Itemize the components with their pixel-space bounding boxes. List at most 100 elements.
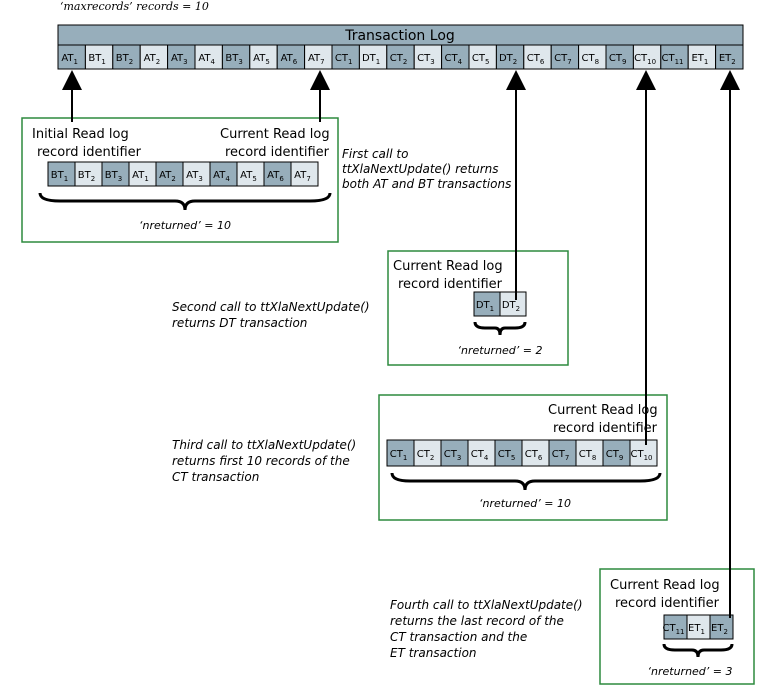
first-call-box [21, 117, 339, 243]
log-cell-5 [167, 44, 196, 70]
first-call-cell-10 [290, 161, 319, 187]
first-call-brace [38, 192, 332, 211]
first-call-cell-label-7: AT4 [213, 170, 230, 183]
second-current-read-line1: Current Read log [393, 259, 503, 274]
second-call-nreturned: ‘nreturned’ = 2 [458, 344, 543, 357]
transaction-log-title: Transaction Log [344, 28, 455, 44]
log-cell-label-6: AT4 [198, 53, 215, 66]
first-call-cell-1 [47, 161, 76, 187]
third-call-desc-2: returns first 10 records of the [172, 454, 350, 468]
log-cell-2 [84, 44, 114, 70]
initial-read-label-line2: record identifier [37, 145, 142, 160]
fourth-call-brace [662, 643, 734, 658]
current-read-label-line1: Current Read log [220, 127, 330, 142]
first-call-cell-label-1: BT1 [51, 170, 68, 183]
first-call-cell-3 [101, 161, 130, 187]
log-cell-label-3: BT2 [116, 53, 133, 66]
fourth-call-cell-label-1: CT11 [662, 623, 684, 636]
first-call-desc-1: First call to [342, 147, 408, 161]
log-cell-label-15: CT4 [445, 53, 463, 66]
log-cell-label-25: ET2 [719, 53, 736, 66]
first-call-desc-3: both AT and BT transactions [342, 177, 511, 191]
second-call-cells: DT1 DT2 [473, 291, 527, 317]
log-cell-label-11: CT1 [335, 53, 353, 66]
second-call-desc-1: Second call to ttXlaNextUpdate() [172, 300, 370, 314]
third-call-desc-3: CT transaction [172, 470, 259, 484]
second-call-cell-label-2: DT2 [502, 300, 520, 313]
log-cell-label-2: BT1 [88, 53, 105, 66]
third-call-cell-label-10: CT10 [630, 449, 652, 462]
third-call-cell-label-2: CT2 [417, 449, 435, 462]
first-call-cell-label-8: AT5 [240, 170, 257, 183]
log-cell-label-17: DT2 [499, 53, 517, 66]
log-cell-label-24: ET1 [691, 53, 708, 66]
third-call-nreturned: ‘nreturned’ = 10 [479, 497, 571, 510]
log-cell-label-7: BT3 [225, 53, 242, 66]
log-cell-label-12: DT1 [362, 53, 380, 66]
third-call-cell-label-8: CT8 [579, 449, 597, 462]
log-cell-22 [632, 44, 662, 70]
second-call-cell-2 [499, 291, 527, 317]
log-cell-19 [550, 44, 580, 70]
log-cell-8 [249, 44, 278, 70]
second-current-read-line2: record identifier [398, 277, 503, 292]
max-records-note: ‘maxrecords’ records = 10 [60, 0, 209, 13]
first-call-cell-6 [182, 161, 211, 187]
third-current-read-line1: Current Read log [548, 403, 658, 418]
fourth-current-read-line1: Current Read log [610, 578, 720, 593]
log-cell-label-10: AT7 [308, 53, 325, 66]
log-cell-13 [386, 44, 415, 70]
log-cell-9 [276, 44, 306, 70]
first-call-cell-label-6: AT3 [186, 170, 203, 183]
third-call-cell-10 [629, 439, 658, 467]
log-cell-label-19: CT7 [554, 53, 572, 66]
second-call-box [387, 250, 569, 366]
third-call-cell-7 [548, 439, 577, 467]
third-call-desc-1: Third call to ttXlaNextUpdate() [172, 438, 356, 452]
log-cell-15 [441, 44, 470, 70]
log-cell-12 [358, 44, 388, 70]
log-cell-17 [495, 44, 525, 70]
second-call-desc-2: returns DT transaction [172, 316, 307, 330]
first-call-cell-label-10: AT7 [294, 170, 311, 183]
log-cell-label-4: AT2 [144, 53, 161, 66]
fourth-call-desc-2: returns the last record of the [390, 614, 564, 628]
third-call-cell-label-7: CT7 [552, 449, 570, 462]
log-cell-25 [715, 44, 744, 70]
log-cell-20 [578, 44, 607, 70]
log-cell-label-9: AT6 [281, 53, 298, 66]
log-cell-label-16: CT5 [472, 53, 490, 66]
third-call-cell-4 [467, 439, 496, 467]
log-cell-label-5: AT3 [171, 53, 188, 66]
fourth-call-desc-1: Fourth call to ttXlaNextUpdate() [390, 598, 583, 612]
first-call-cell-5 [155, 161, 184, 187]
third-call-cell-label-9: CT9 [606, 449, 624, 462]
log-cell-6 [194, 44, 223, 70]
first-call-cell-label-5: AT2 [159, 170, 176, 183]
third-call-cell-8 [575, 439, 604, 467]
third-call-cell-label-5: CT5 [498, 449, 516, 462]
current-read-label-line2: record identifier [225, 145, 330, 160]
fourth-call-desc-4: ET transaction [390, 646, 477, 660]
third-call-cell-label-1: CT1 [390, 449, 408, 462]
first-call-cell-label-2: BT2 [78, 170, 95, 183]
log-cell-label-18: CT6 [527, 53, 545, 66]
first-call-cell-label-9: AT6 [267, 170, 284, 183]
third-current-read-line2: record identifier [553, 421, 658, 436]
third-call-cell-label-6: CT6 [525, 449, 543, 462]
second-call-cell-label-1: DT1 [476, 300, 494, 313]
first-call-desc-2: ttXlaNextUpdate() returns [342, 162, 499, 176]
first-call-cell-label-4: AT1 [132, 170, 149, 183]
third-call-cell-9 [602, 439, 631, 467]
fourth-current-read-line2: record identifier [615, 596, 720, 611]
log-cell-24 [687, 44, 717, 70]
first-call-nreturned: ‘nreturned’ = 10 [139, 219, 231, 232]
log-cell-label-8: AT5 [253, 53, 270, 66]
third-call-cell-label-3: CT3 [444, 449, 462, 462]
log-cell-10 [304, 44, 333, 70]
